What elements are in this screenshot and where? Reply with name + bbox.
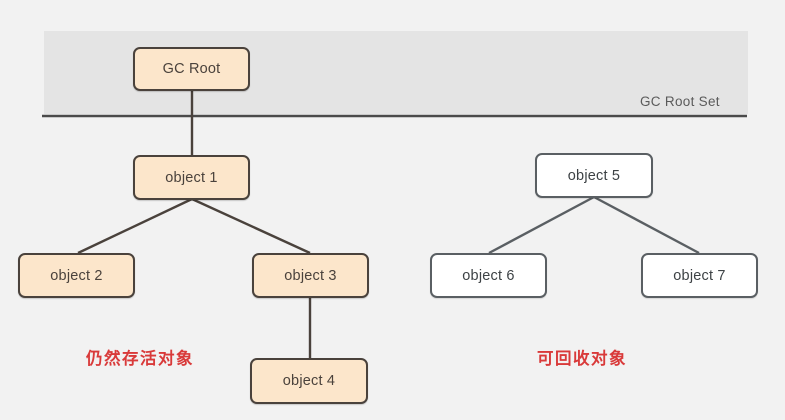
node-object-7[interactable]: object 7 <box>641 253 758 298</box>
edge-object1-object3 <box>191 197 311 255</box>
node-object-4-label: object 4 <box>282 373 336 389</box>
edge-object5-object7 <box>593 195 700 255</box>
node-object-1[interactable]: object 1 <box>133 155 250 200</box>
caption-live-objects: 仍然存活对象 <box>86 350 194 368</box>
node-object-3[interactable]: object 3 <box>252 253 369 298</box>
gc-root-set-label: GC Root Set <box>640 94 720 109</box>
node-object-1-label: object 1 <box>165 169 218 186</box>
caption-garbage-objects: 可回收对象 <box>537 350 627 368</box>
edge-object1-object2 <box>77 197 193 255</box>
node-object-6[interactable]: object 6 <box>430 253 547 298</box>
node-object-2-label: object 2 <box>50 267 103 284</box>
node-object-7-label: object 7 <box>673 267 726 284</box>
node-gc-root-label: GC Root <box>162 61 221 77</box>
node-gc-root[interactable]: GC Root <box>133 47 250 91</box>
node-object-3-label: object 3 <box>284 267 337 284</box>
node-object-5-label: object 5 <box>567 167 621 184</box>
node-object-5[interactable]: object 5 <box>535 153 653 198</box>
edge-object5-object6 <box>488 195 595 255</box>
node-object-4[interactable]: object 4 <box>250 358 368 404</box>
node-object-2[interactable]: object 2 <box>18 253 135 298</box>
node-object-6-label: object 6 <box>462 267 515 284</box>
